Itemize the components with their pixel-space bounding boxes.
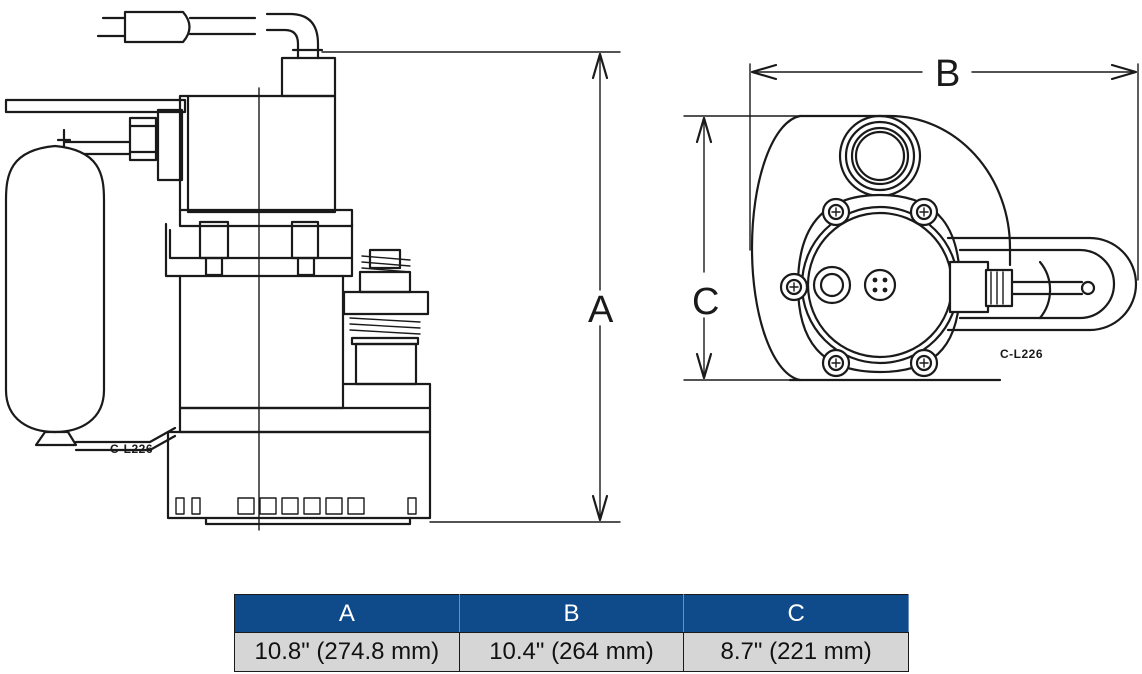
- connector-icon: [863, 268, 897, 302]
- top-view-part-code: C-L226: [1000, 347, 1043, 361]
- side-view: C-L226: [4, 10, 432, 531]
- pump-base: [166, 406, 432, 526]
- base-outline: [798, 114, 1012, 267]
- value-b: 10.4" (264 mm): [458, 632, 685, 672]
- motor-housing: [156, 56, 337, 214]
- power-plug-icon: [96, 10, 324, 60]
- dimension-b: B: [749, 53, 1139, 281]
- dimension-a: A: [321, 51, 621, 523]
- table-header-row: A B C: [234, 594, 909, 633]
- value-a: 10.8" (274.8 mm): [234, 632, 460, 672]
- discharge-port-icon: [838, 114, 922, 198]
- top-view: C-L226: [750, 114, 1138, 382]
- dimension-letter-a: A: [588, 289, 614, 331]
- value-c: 8.7" (221 mm): [683, 632, 909, 672]
- header-a: A: [234, 594, 460, 633]
- pump-body: [164, 208, 354, 410]
- float-switch: [4, 98, 187, 452]
- dimension-c: C: [683, 115, 801, 381]
- dimension-letter-c: C: [692, 281, 719, 323]
- table-row: 10.8" (274.8 mm) 10.4" (264 mm) 8.7" (22…: [234, 632, 909, 672]
- side-view-part-code: C-L226: [110, 442, 153, 456]
- intake-slots: [175, 497, 417, 515]
- motor-head: [796, 193, 962, 374]
- header-b: B: [458, 594, 685, 633]
- discharge-fitting: [341, 248, 432, 410]
- dimensions-table: A B C 10.8" (274.8 mm) 10.4" (264 mm) 8.…: [234, 594, 909, 672]
- header-c: C: [683, 594, 909, 633]
- vent-icon: [812, 265, 852, 305]
- screw-icon: [779, 197, 939, 378]
- float-arm-top: [946, 236, 1138, 332]
- pump-dimension-drawing: C-L226 A: [4, 10, 1139, 531]
- dimension-letter-b: B: [935, 53, 960, 95]
